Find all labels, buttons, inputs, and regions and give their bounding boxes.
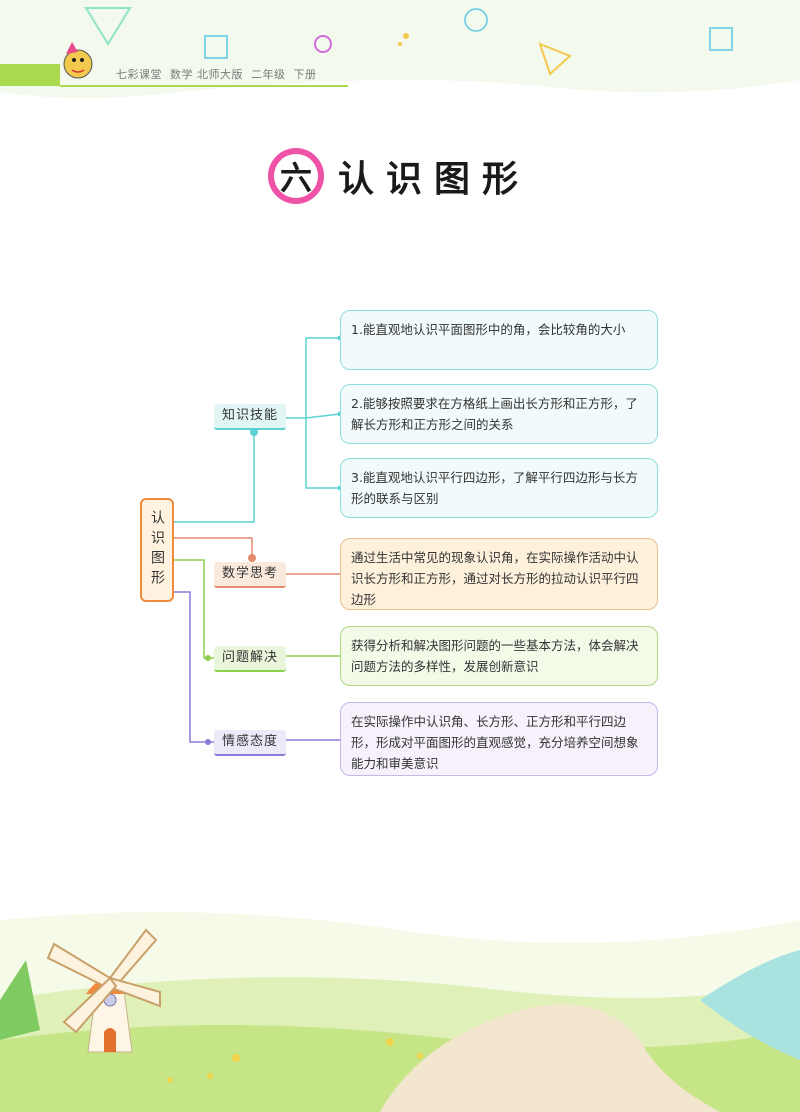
connector-root-b1 [174, 432, 255, 523]
leaf-problem-solving: 获得分析和解决图形问题的一些基本方法，体会解决问题方法的多样性，发展创新意识 [340, 626, 658, 686]
chapter-title: 六 认识图形 [268, 146, 530, 206]
chapter-title-text: 认识图形 [338, 159, 531, 200]
branch-problem-solving: 问题解决 [214, 646, 287, 672]
circle-shape [464, 8, 488, 32]
connector-root-b4 [174, 591, 214, 743]
header-green-bar [0, 64, 60, 86]
leaf-knowledge-2: 2.能够按照要求在方格纸上画出长方形和正方形，了解长方形和正方形之间的关系 [340, 384, 658, 444]
connector-b1-leaves [286, 337, 340, 419]
flower-decoration [167, 1038, 423, 1083]
connector-root-b3 [174, 559, 214, 659]
square-shape-right [709, 27, 733, 51]
mindmap-root: 认识图形 [140, 498, 174, 602]
leaf-emotion-attitude: 在实际操作中认识角、长方形、正方形和平行四边形，形成对平面图形的直观感觉，充分培… [340, 702, 658, 776]
hill-right-cyan [700, 950, 800, 1060]
triangle-shape-yellow [538, 42, 572, 76]
book-header-text: 七彩课堂 数学 北师大版 二年级 下册 [116, 68, 317, 81]
circle-shape-small [314, 35, 332, 53]
tree-left [0, 960, 40, 1040]
chapter-number-badge: 六 [268, 148, 324, 204]
path-road [380, 1004, 720, 1112]
leaf-math-thinking: 通过生活中常见的现象认识角，在实际操作活动中认识长方形和正方形，通过对长方形的拉… [340, 538, 658, 610]
mascot-icon [63, 42, 93, 79]
branch-math-thinking: 数学思考 [214, 562, 287, 588]
branch-emotion-attitude: 情感态度 [214, 730, 287, 756]
windmill-icon [46, 928, 161, 1053]
square-shape [204, 35, 228, 59]
chapter-number: 六 [274, 154, 318, 198]
header-banner [0, 0, 800, 98]
triangle-shape [84, 7, 132, 46]
leaf-knowledge-3: 3.能直观地认识平行四边形，了解平行四边形与长方形的联系与区别 [340, 458, 658, 518]
leaf-knowledge-1: 1.能直观地认识平面图形中的角，会比较角的大小 [340, 310, 658, 370]
connector-root-b2 [174, 537, 253, 558]
branch-knowledge-skills: 知识技能 [214, 404, 287, 430]
